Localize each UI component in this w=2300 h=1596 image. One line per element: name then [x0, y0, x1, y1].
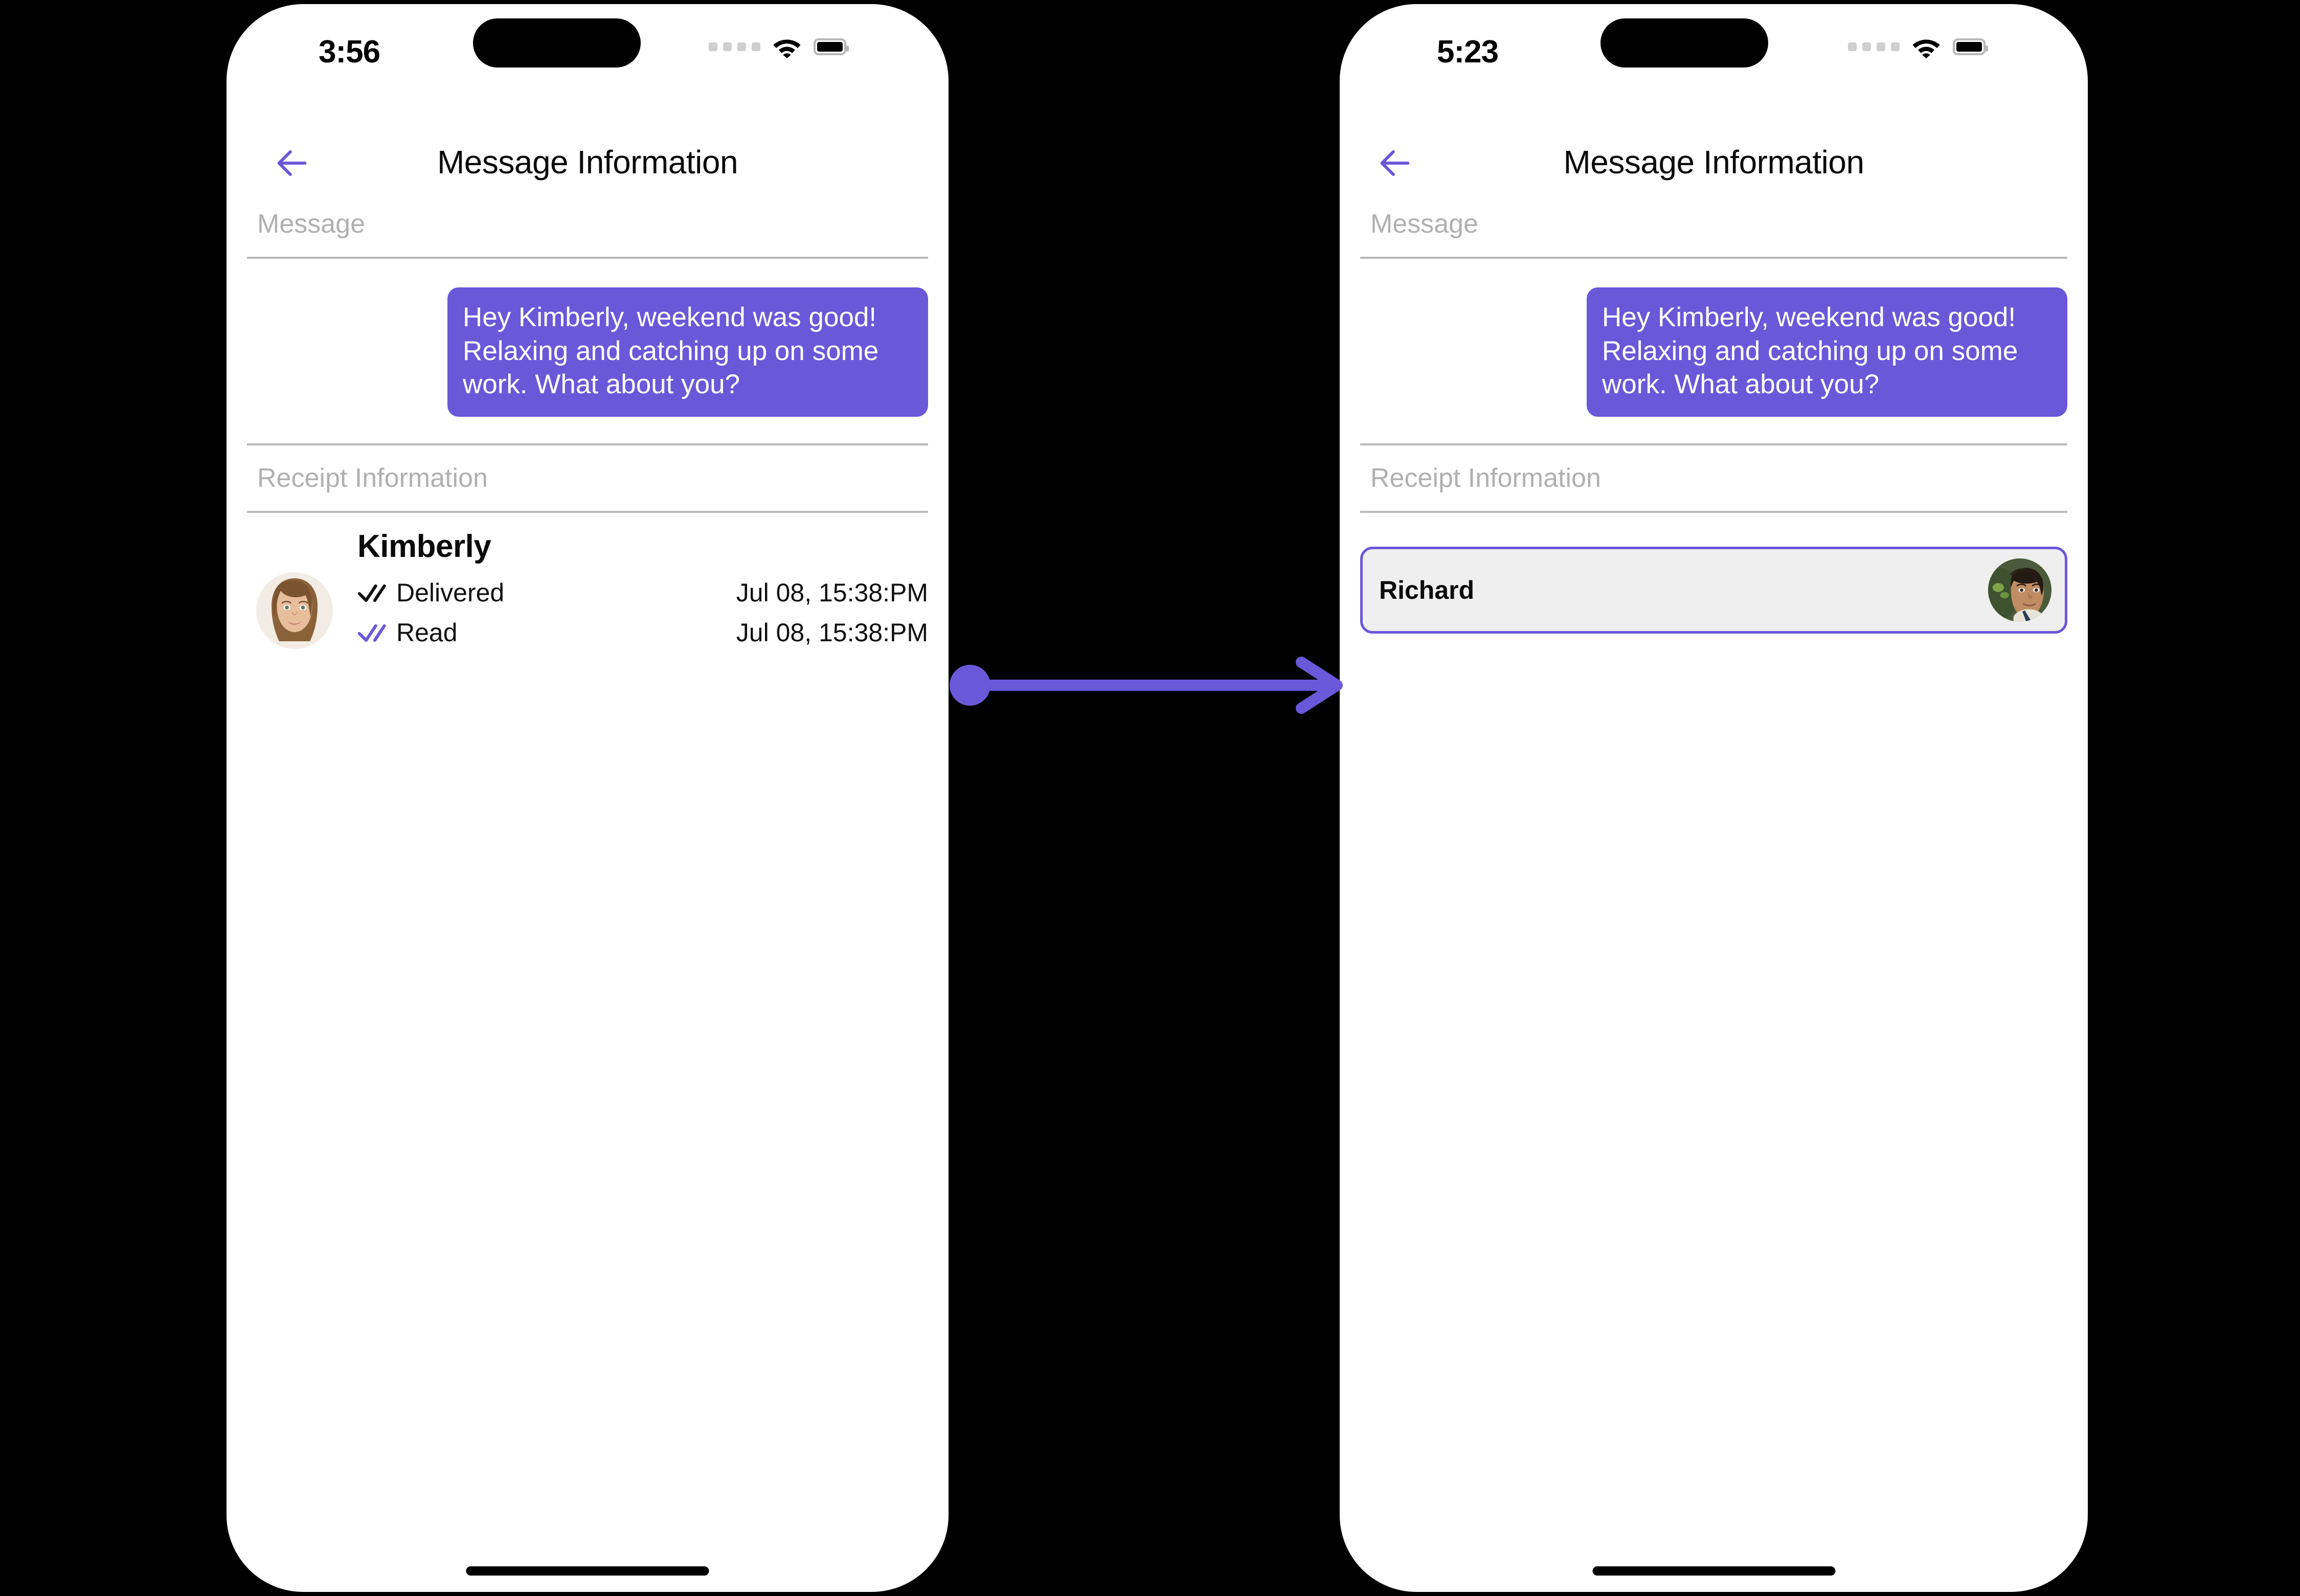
receipt-contact-name: Kimberly [357, 529, 491, 565]
status-bar-indicators [1848, 35, 1988, 58]
status-bar-indicators [709, 35, 849, 58]
double-check-icon [357, 581, 396, 604]
section-label-message: Message [257, 209, 365, 239]
divider [247, 443, 928, 446]
receipt-row: Delivered Jul 08, 15:38:PM [357, 573, 928, 613]
phone-right: 5:23 Message Information Message [1340, 4, 2088, 1592]
back-button[interactable] [1364, 135, 1426, 191]
battery-icon [814, 38, 849, 55]
message-bubble-row: Hey Kimberly, weekend was good! Relaxing… [247, 259, 928, 443]
section-label-message: Message [1370, 209, 1478, 239]
contact-card-name: Richard [1379, 576, 1475, 605]
status-bar: 5:23 [1340, 4, 2088, 81]
message-bubble: Hey Kimberly, weekend was good! Relaxing… [1587, 287, 2067, 417]
page-title: Message Information [437, 144, 738, 181]
section-label-receipt: Receipt Information [1370, 463, 1601, 493]
nav-bar: Message Information [1340, 132, 2088, 204]
message-bubble-row: Hey Kimberly, weekend was good! Relaxing… [1360, 259, 2067, 443]
flow-connector-arrow [949, 655, 1358, 716]
divider [247, 257, 928, 259]
richard-avatar [1988, 558, 2051, 622]
status-bar: 3:56 [227, 4, 949, 81]
home-indicator [466, 1566, 709, 1576]
page-title: Message Information [1563, 144, 1864, 181]
cellular-dots-icon [1848, 42, 1900, 51]
wifi-icon [1911, 35, 1942, 58]
back-arrow-icon [1376, 144, 1414, 183]
home-indicator [1592, 1566, 1835, 1576]
status-bar-time: 5:23 [1437, 34, 1499, 70]
battery-icon [1953, 38, 1988, 55]
message-bubble: Hey Kimberly, weekend was good! Relaxing… [447, 287, 928, 417]
receipt-rows: Delivered Jul 08, 15:38:PM Read Jul 08, … [357, 573, 928, 653]
screen-content: Message Hey Kimberly, weekend was good! … [227, 209, 949, 697]
divider [1360, 511, 2067, 513]
cellular-dots-icon [709, 42, 760, 51]
double-check-icon [357, 621, 396, 644]
back-arrow-icon [273, 144, 311, 183]
receipt-timestamp: Jul 08, 15:38:PM [736, 618, 928, 647]
back-button[interactable] [261, 135, 323, 191]
receipt-status-label: Delivered [396, 578, 505, 608]
receipt-timestamp: Jul 08, 15:38:PM [736, 578, 928, 608]
phone-left: 3:56 Message Information Message [227, 4, 949, 1592]
divider [1360, 443, 2067, 446]
dynamic-island [1600, 18, 1768, 68]
kimberly-avatar [256, 572, 333, 649]
wifi-icon [772, 35, 802, 58]
contact-card-richard[interactable]: Richard [1360, 547, 2067, 634]
screen-content: Message Hey Kimberly, weekend was good! … [1340, 209, 2088, 634]
status-bar-time: 3:56 [319, 34, 380, 70]
dynamic-island [473, 18, 641, 68]
section-label-receipt: Receipt Information [257, 463, 488, 493]
receipt-status-label: Read [396, 618, 458, 647]
nav-bar: Message Information [227, 132, 949, 204]
receipt-block: Kimberly [247, 513, 928, 697]
receipt-row: Read Jul 08, 15:38:PM [357, 613, 928, 653]
divider [247, 511, 928, 513]
divider [1360, 257, 2067, 259]
